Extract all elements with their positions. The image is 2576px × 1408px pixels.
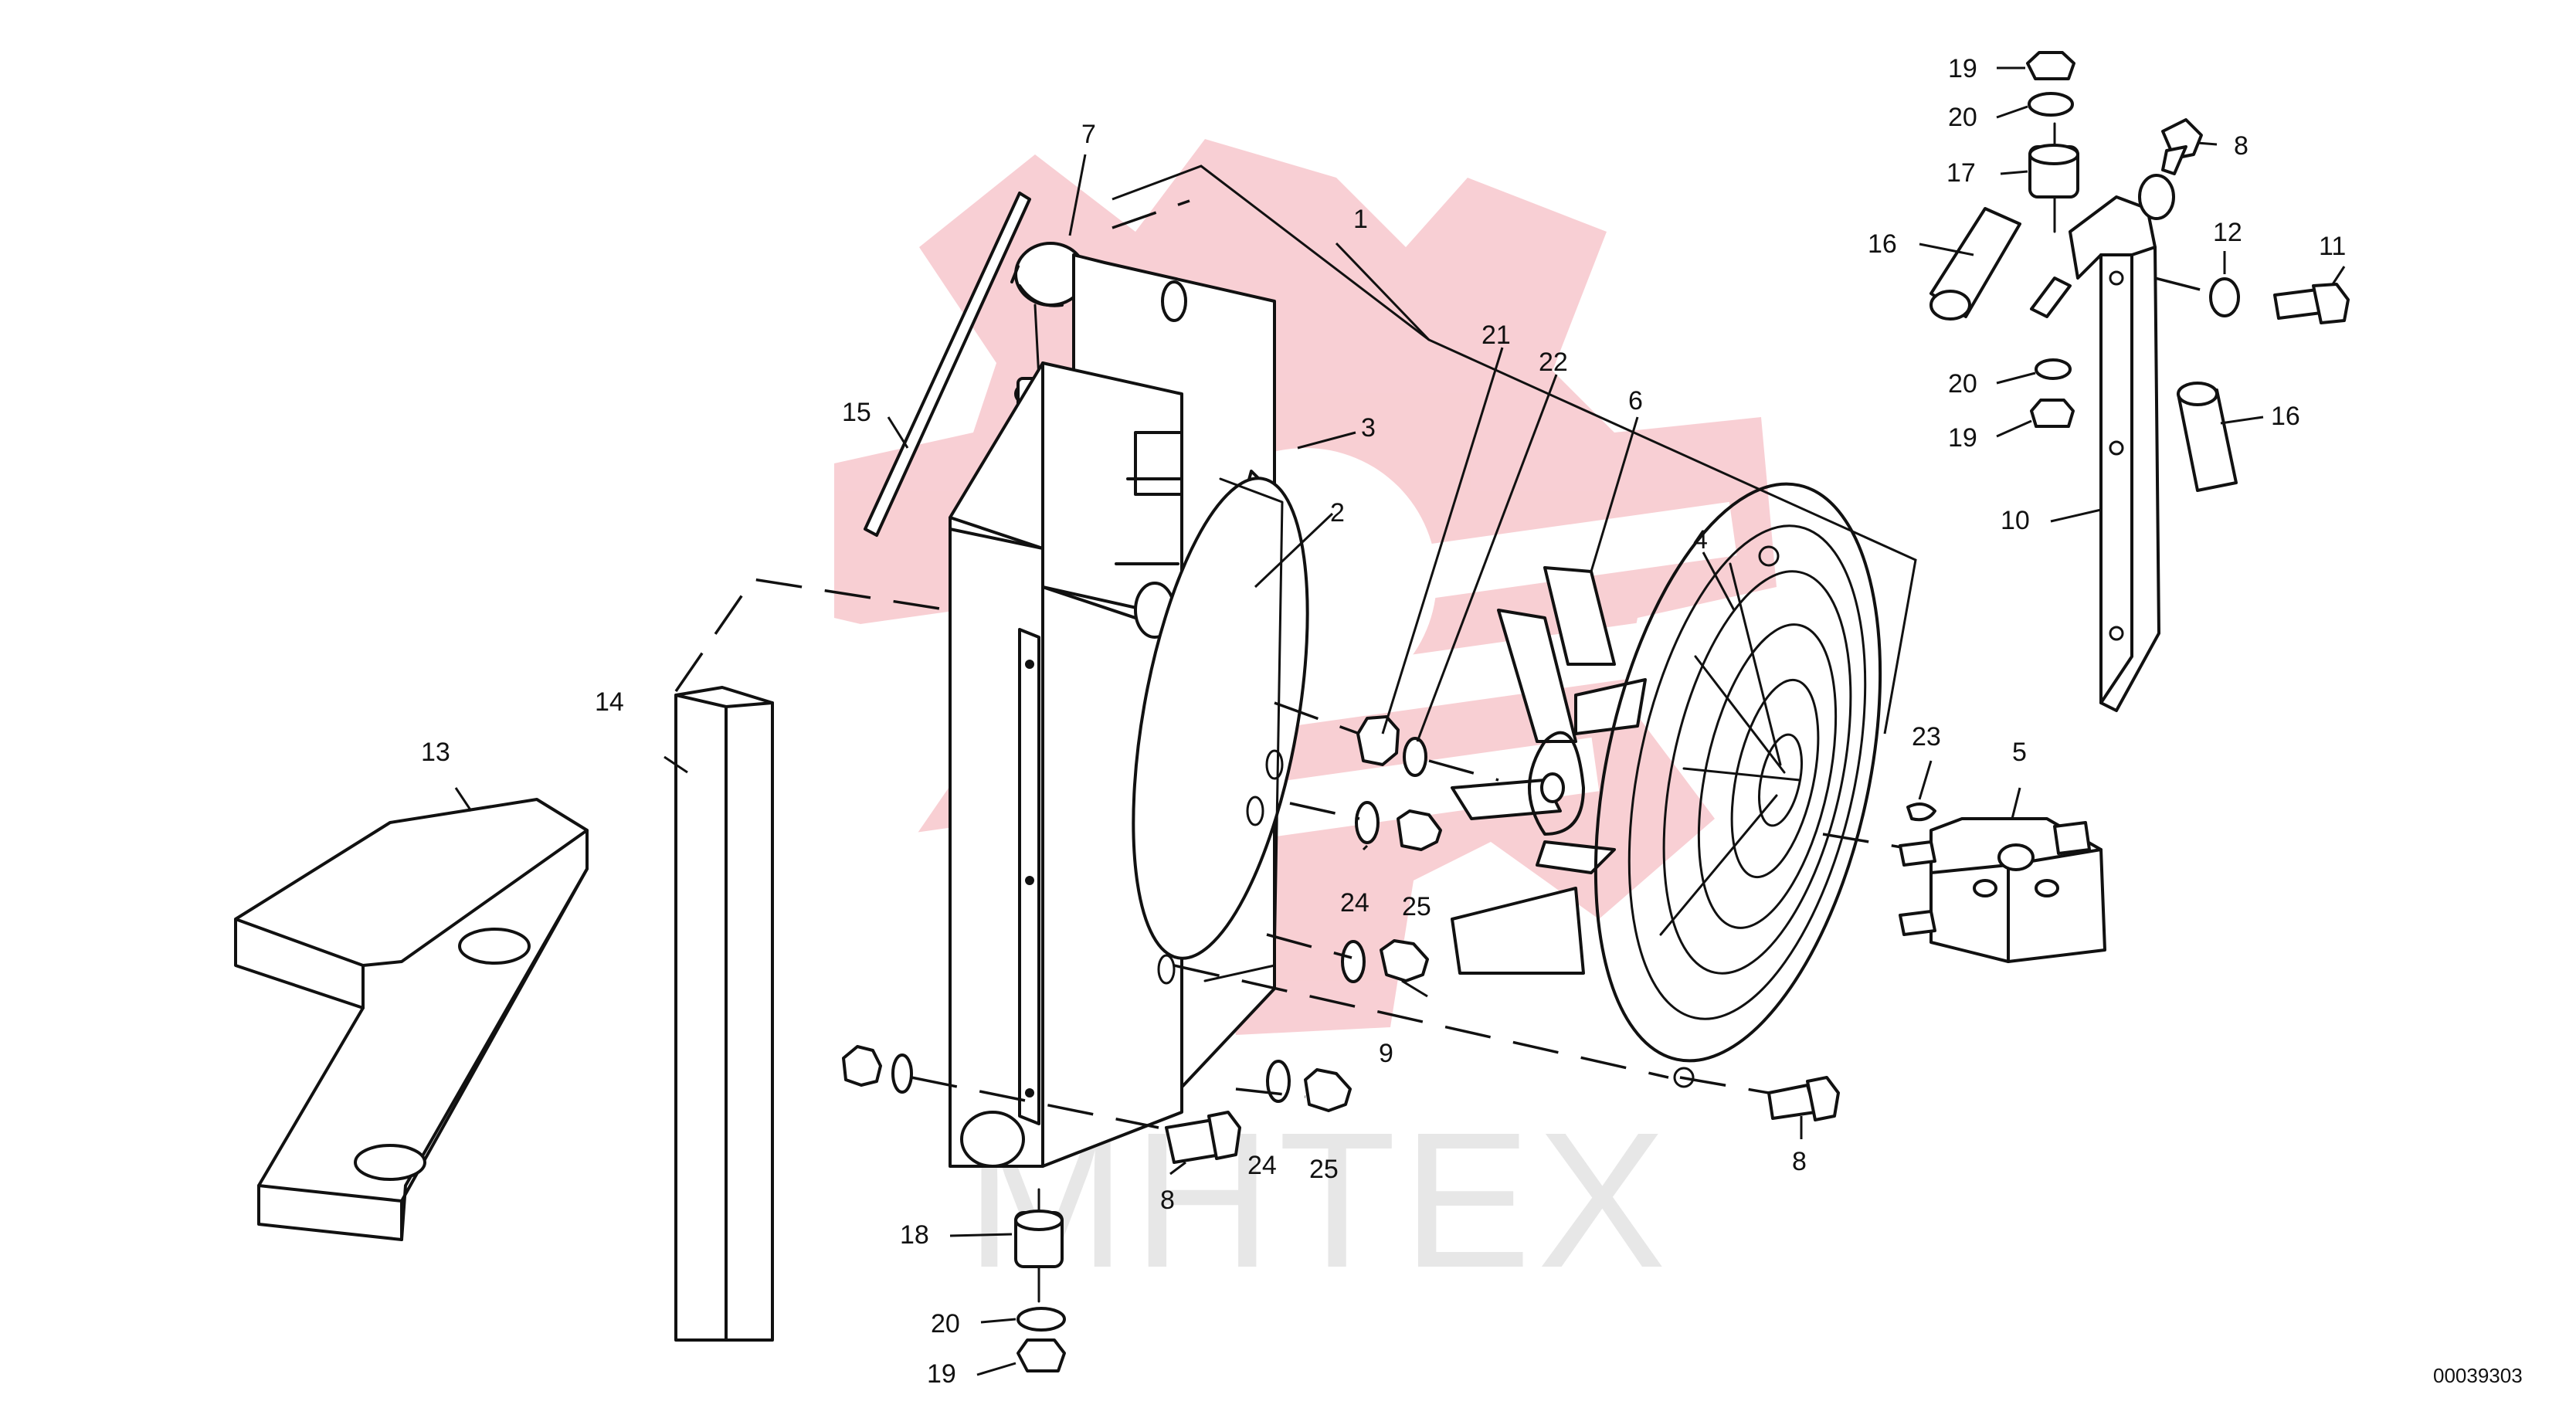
key-23 [1906,802,1936,822]
nut-19-bottom [1016,1338,1066,1372]
callout-14: 14 [595,687,624,717]
callout-25-upper: 25 [1402,892,1431,921]
nut-19-mid [2030,399,2075,428]
callout-20-mid: 20 [1948,369,1977,399]
callout-20-top: 20 [1948,103,1977,132]
callout-19-mid: 19 [1948,423,1977,453]
callout-8-right: 8 [1792,1147,1807,1176]
washer-12 [2209,277,2240,317]
callout-16-right: 16 [2271,402,2300,431]
bolt-11 [2273,283,2350,324]
callout-9: 9 [1379,1039,1393,1068]
sleeve-16-right [2177,382,2238,492]
nut-left [842,1045,882,1087]
drawing-code: 00039303 [2433,1364,2523,1387]
callout-19-bottom: 19 [927,1359,956,1389]
fan-6 [1451,566,1647,975]
callout-8-bottom: 8 [1160,1186,1175,1215]
callout-4: 4 [1693,525,1708,555]
bolt-8-bottom [1165,1111,1241,1164]
callout-7: 7 [1081,120,1096,149]
callout-23: 23 [1912,722,1941,751]
callout-15: 15 [842,398,871,427]
callout-13: 13 [421,738,450,767]
fitting-25-bottom [1304,1068,1352,1112]
fan-guard-4 [1593,482,1882,1088]
washer-20-bottom [1016,1307,1066,1332]
foam-block-14 [674,578,1098,1342]
washer-12-top [2138,174,2175,220]
nut-21 [1356,715,1400,766]
callout-10: 10 [2001,506,2030,535]
washer-20-mid [2035,358,2072,380]
plate-13 [234,798,589,1241]
bolt-8-right [1767,1076,1840,1121]
fitting-9 [1380,939,1429,982]
bracket-10 [2030,195,2160,712]
callout-16-top: 16 [1868,229,1897,259]
washer-24-upper [1355,801,1380,844]
callout-8-top: 8 [2234,131,2248,161]
callout-24-bottom: 24 [1247,1151,1277,1180]
washer-24-lower-right [1341,940,1366,983]
callout-25-bottom: 25 [1309,1155,1339,1184]
callout-2: 2 [1330,498,1345,528]
callout-18: 18 [900,1220,929,1250]
washer-24-bottom [1266,1060,1291,1103]
sleeve-16-top [1929,207,2021,321]
seal-strip-15 [864,192,1031,537]
callout-17: 17 [1946,158,1976,188]
fitting-25-upper [1397,809,1442,851]
callout-21: 21 [1481,321,1511,350]
callout-22: 22 [1539,348,1568,377]
callout-5: 5 [2012,738,2027,767]
callout-11: 11 [2319,232,2346,261]
callout-20-bottom: 20 [931,1309,960,1338]
washer-left [891,1053,913,1094]
mount-17 [2028,122,2079,233]
mount-18 [1014,1188,1064,1303]
callout-1: 1 [1353,205,1368,234]
bolt-8-top [2161,118,2203,175]
fan-shroud-3 [1132,477,1309,985]
callout-3: 3 [1361,413,1376,443]
callout-24-upper: 24 [1340,888,1369,918]
callout-12: 12 [2213,218,2242,247]
hydraulic-motor-5 [1899,817,2106,963]
leader-lines [454,66,2346,1376]
nut-19-top [2026,51,2075,80]
washer-22 [1403,737,1427,777]
callout-6: 6 [1628,386,1643,416]
washer-20-top [2028,92,2074,117]
callout-19-top: 19 [1948,54,1977,83]
